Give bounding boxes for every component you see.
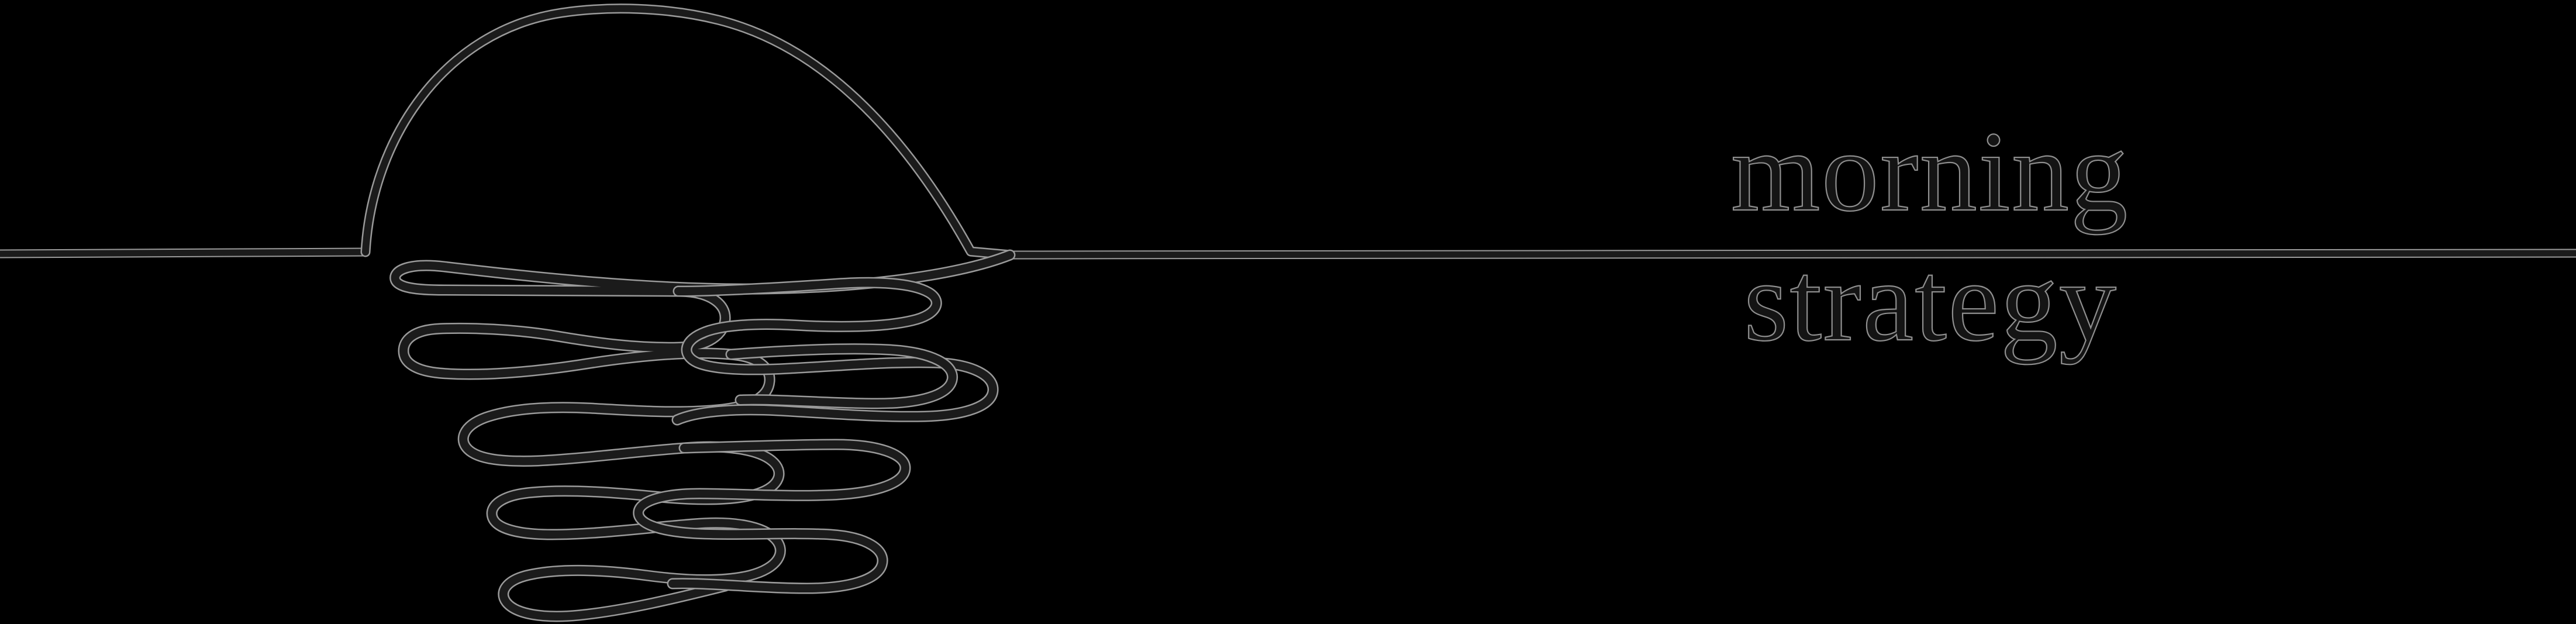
horizon-line-right: [1009, 249, 2576, 260]
sun-dome: [360, 4, 1015, 260]
water-reflection-zigzag: [389, 249, 1016, 622]
horizon-line-left: [0, 247, 367, 258]
